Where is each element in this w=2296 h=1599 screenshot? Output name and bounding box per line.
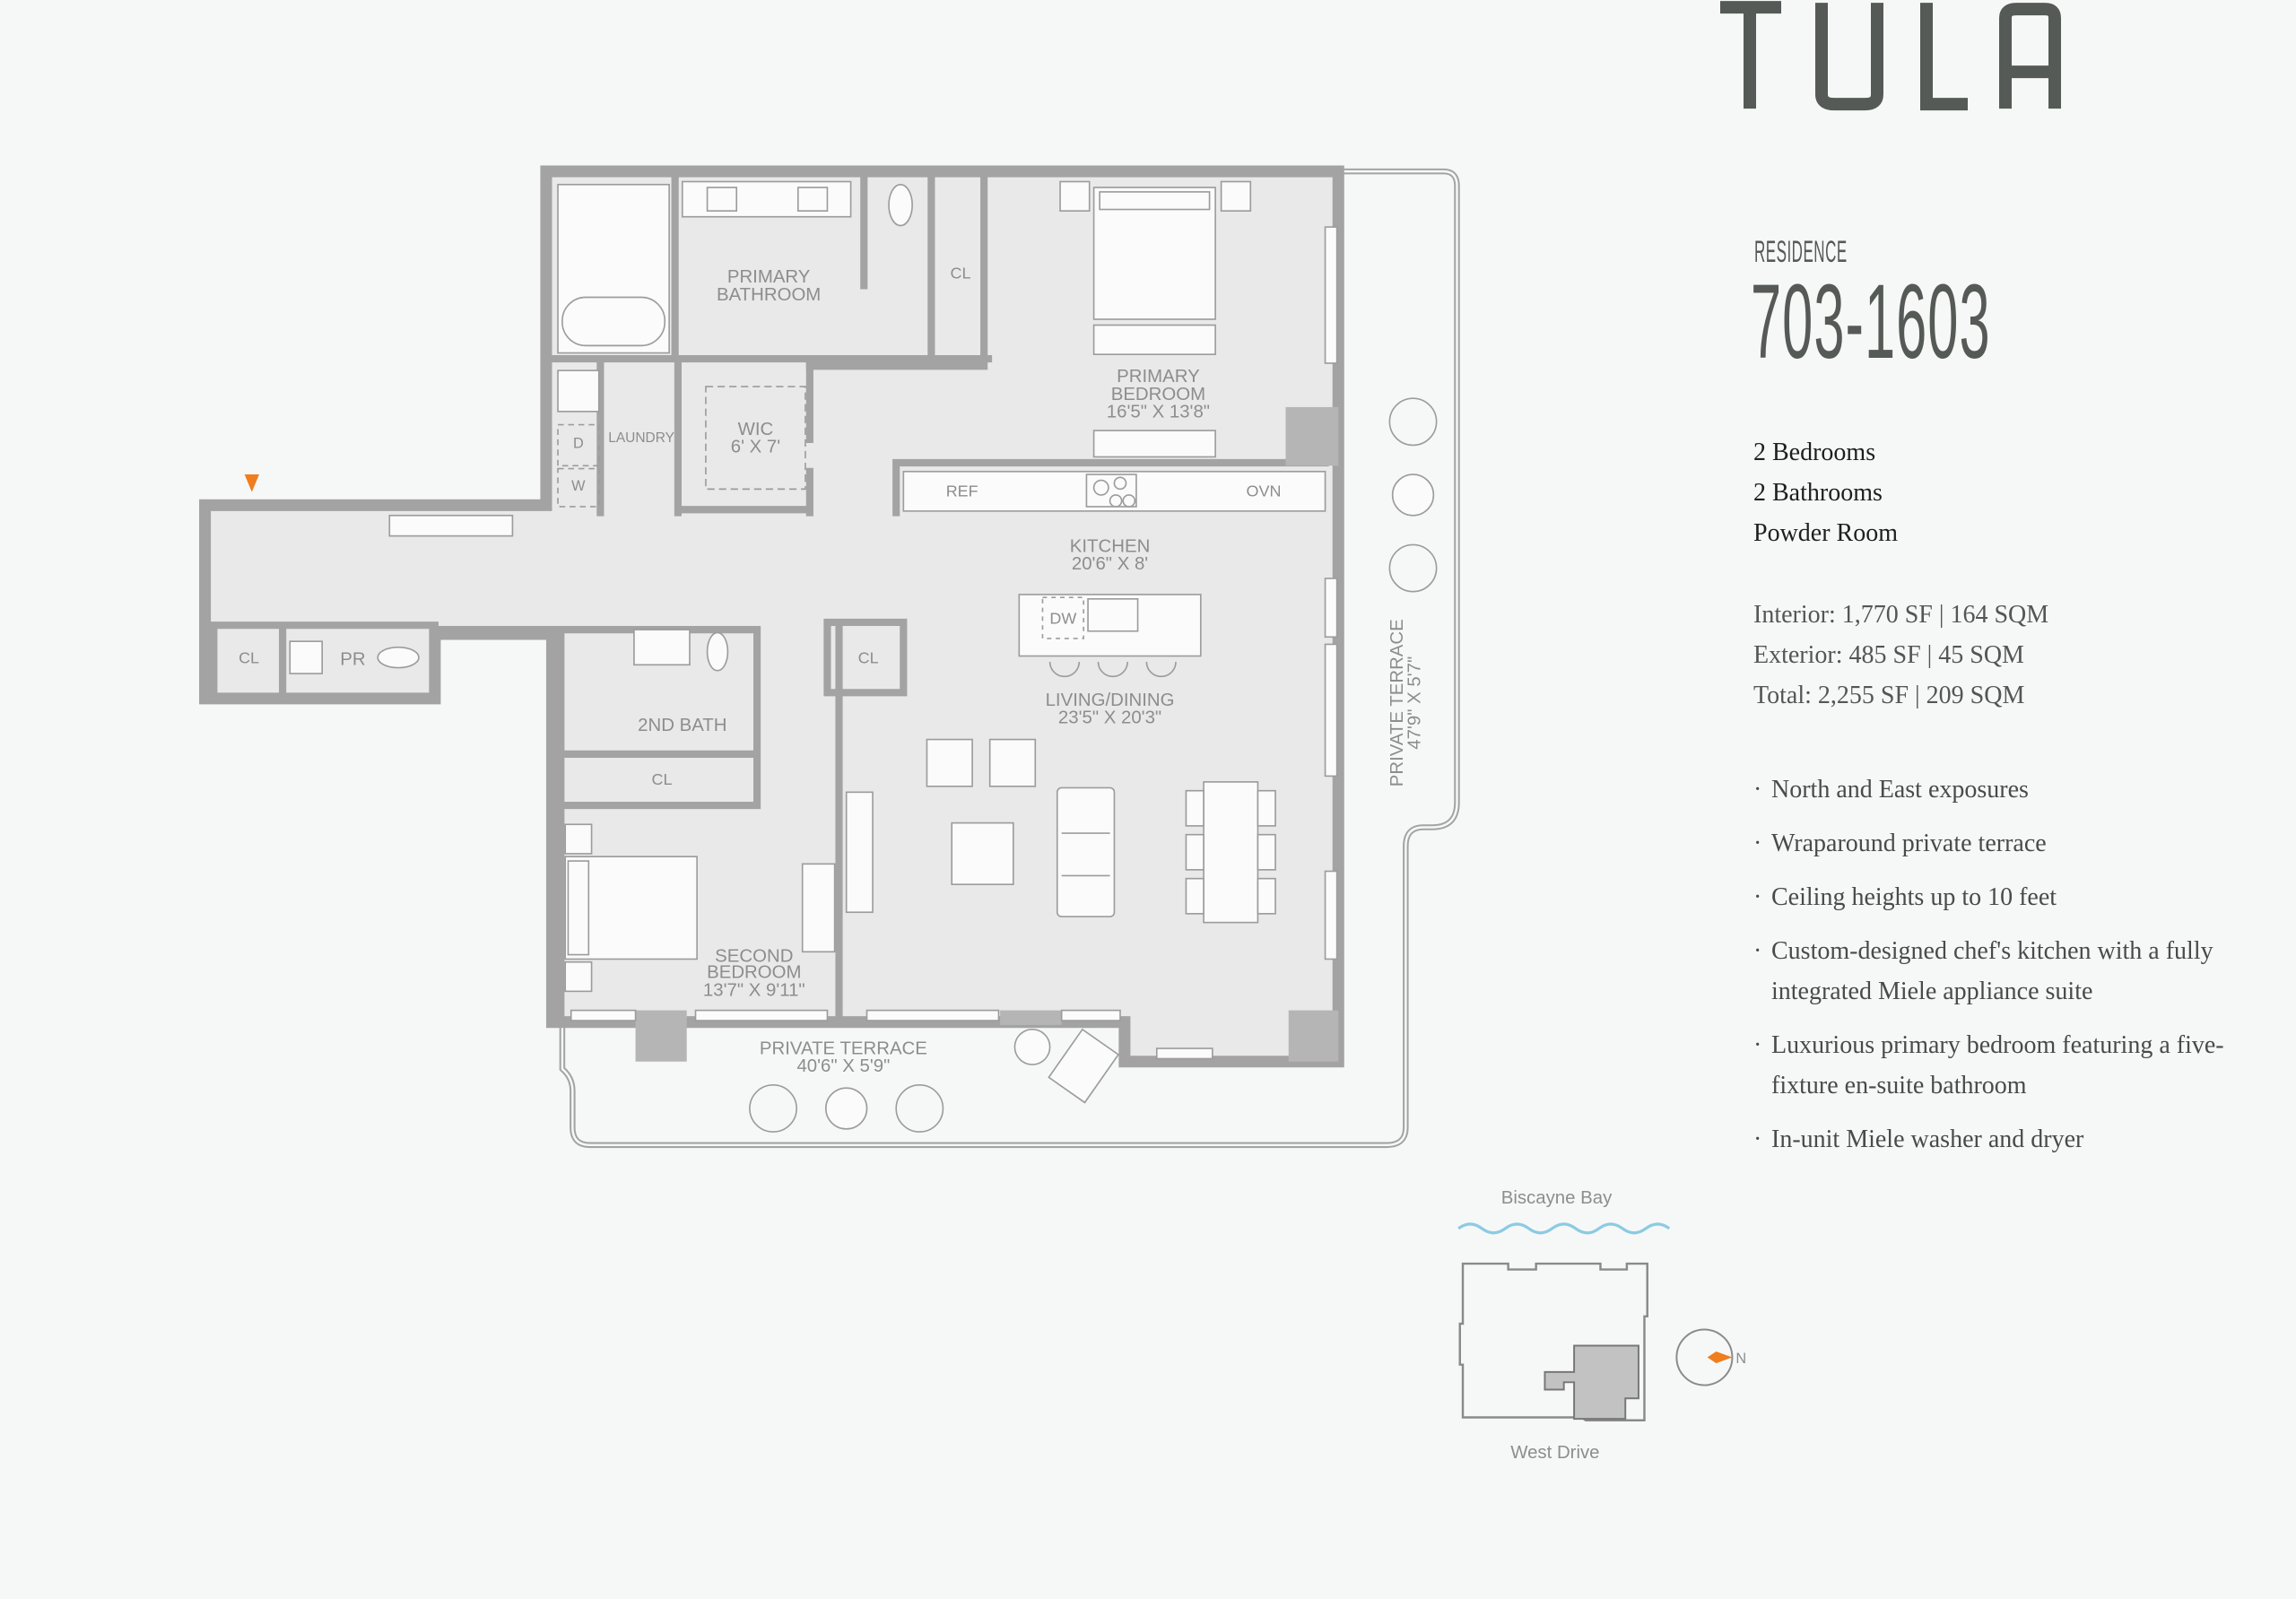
svg-text:CL: CL — [239, 649, 259, 667]
svg-text:BEDROOM: BEDROOM — [707, 963, 801, 983]
feature-item: Luxurious primary bedroom featuring a fi… — [1753, 1025, 2256, 1106]
interior-area: Interior: 1,770 SF | 164 SQM — [1753, 601, 2049, 629]
svg-text:PRIMARY: PRIMARY — [1117, 367, 1200, 387]
svg-text:CL: CL — [651, 770, 672, 788]
area-summary: Interior: 1,770 SF | 164 SQM Exterior: 4… — [1753, 595, 2048, 716]
room-summary: 2 Bedrooms 2 Bathrooms Powder Room — [1753, 432, 1898, 553]
svg-text:N: N — [1735, 1351, 1746, 1367]
feature-item: In-unit Miele washer and dryer — [1753, 1119, 2256, 1160]
svg-text:2ND BATH: 2ND BATH — [638, 716, 726, 735]
exterior-area: Exterior: 485 SF | 45 SQM — [1753, 641, 2024, 669]
svg-text:LAUNDRY: LAUNDRY — [608, 430, 674, 446]
svg-text:PR: PR — [340, 649, 365, 669]
entry-marker — [244, 474, 259, 492]
svg-text:20'6" X 8': 20'6" X 8' — [1072, 554, 1148, 574]
feature-item: Ceiling heights up to 10 feet — [1753, 877, 2256, 917]
svg-text:47'9" X 5'7": 47'9" X 5'7" — [1405, 656, 1425, 750]
water-wave — [1457, 1222, 1671, 1235]
unit-highlight — [1544, 1344, 1639, 1421]
svg-text:SECOND: SECOND — [715, 947, 793, 967]
svg-text:LIVING/DINING: LIVING/DINING — [1046, 691, 1175, 710]
svg-text:BEDROOM: BEDROOM — [1111, 385, 1205, 404]
svg-text:CL: CL — [951, 264, 971, 282]
svg-text:REF: REF — [946, 482, 978, 500]
location-map: Biscayne Bay West Drive N — [1457, 1188, 1746, 1463]
svg-text:BATHROOM: BATHROOM — [717, 285, 821, 305]
svg-text:West Drive: West Drive — [1510, 1443, 1599, 1463]
svg-text:6' X 7': 6' X 7' — [731, 438, 780, 457]
svg-text:W: W — [571, 478, 586, 494]
svg-text:WIC: WIC — [738, 420, 774, 439]
residence-label: RESIDENCE — [1754, 235, 1848, 269]
tula-logo — [1720, 1, 2062, 111]
room-labels: PRIMARY BATHROOM CL PRIMARY BEDROOM 16'5… — [239, 264, 1425, 1076]
svg-text:PRIVATE TERRACE: PRIVATE TERRACE — [760, 1039, 927, 1059]
powder-room: Powder Room — [1753, 519, 1898, 547]
svg-text:KITCHEN: KITCHEN — [1070, 537, 1151, 557]
bedrooms: 2 Bedrooms — [1753, 439, 1876, 466]
feature-item: Custom-designed chef's kitchen with a fu… — [1753, 931, 2256, 1012]
svg-text:DW: DW — [1049, 610, 1076, 628]
compass-icon: N — [1675, 1328, 1746, 1386]
svg-text:CL: CL — [858, 649, 879, 667]
bathrooms: 2 Bathrooms — [1753, 479, 1883, 507]
svg-text:40'6" X 5'9": 40'6" X 5'9" — [796, 1056, 890, 1076]
svg-text:OVN: OVN — [1247, 482, 1282, 500]
feature-item: North and East exposures — [1753, 769, 2256, 810]
svg-text:D: D — [573, 436, 584, 452]
building-outline — [1458, 1262, 1648, 1421]
feature-list: North and East exposures Wraparound priv… — [1753, 769, 2256, 1173]
feature-item: Wraparound private terrace — [1753, 823, 2256, 864]
svg-text:13'7" X 9'11": 13'7" X 9'11" — [703, 980, 805, 1000]
svg-text:Biscayne Bay: Biscayne Bay — [1501, 1188, 1613, 1208]
furniture — [289, 180, 1438, 1133]
residence-number: 703-1603 — [1751, 263, 1991, 381]
svg-text:23'5" X 20'3": 23'5" X 20'3" — [1058, 708, 1161, 728]
svg-text:PRIMARY: PRIMARY — [727, 267, 811, 287]
svg-text:16'5" X 13'8": 16'5" X 13'8" — [1107, 402, 1210, 421]
total-area: Total: 2,255 SF | 209 SQM — [1753, 682, 2025, 709]
svg-text:PRIVATE TERRACE: PRIVATE TERRACE — [1387, 619, 1407, 786]
